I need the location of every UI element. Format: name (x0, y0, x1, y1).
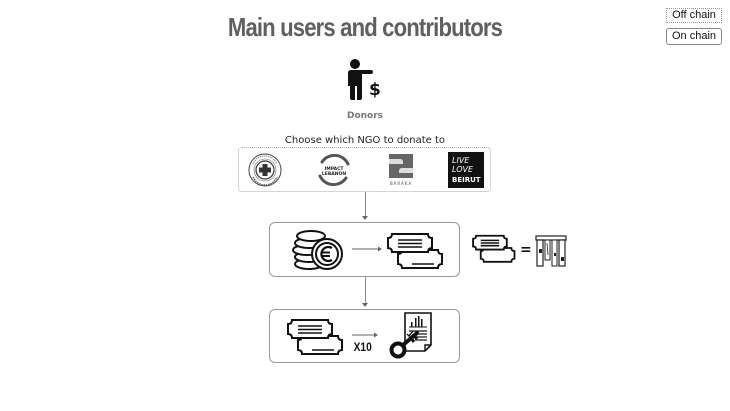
svg-text:LEBANON: LEBANON (322, 171, 346, 177)
svg-text:LOVE: LOVE (452, 165, 474, 174)
tokens-icon (472, 234, 516, 263)
connector-line-step1-to-step2 (365, 277, 366, 305)
off-chain-button[interactable]: Off chain (666, 8, 722, 23)
connector-arrowhead (362, 216, 368, 220)
lebanese-red-cross-logo[interactable] (247, 152, 283, 188)
euro-coins-icon (292, 230, 343, 270)
svg-text:BARAKA: BARAKA (390, 181, 412, 186)
exchange-arrow-icon (352, 246, 382, 252)
contract-step-box (269, 309, 460, 363)
multiplier-arrow-icon (352, 332, 378, 338)
connector-line-ngo-to-step1 (365, 192, 366, 218)
beit-el-baraka-logo[interactable]: BARAKA (384, 152, 418, 188)
svg-text:IMPACT: IMPACT (325, 166, 345, 172)
exchange-step-box (269, 222, 460, 277)
multiplier-label: X10 (353, 340, 372, 354)
tokens-icon (387, 233, 443, 269)
svg-text:BEIRUT: BEIRUT (452, 176, 481, 184)
equals-sign: = (520, 242, 532, 258)
svg-text:LIVE: LIVE (452, 156, 470, 165)
donor-dollar-icon: $ (348, 59, 381, 100)
connector-arrowhead (362, 303, 368, 307)
on-chain-button[interactable]: On chain (666, 28, 722, 45)
key-contract-icon (389, 312, 432, 359)
store-goods-icon (535, 235, 567, 267)
donors-label: Donors (346, 111, 384, 121)
ngo-selection-box: IMPACT LEBANON BARAKA LIVE LOVE BEIRUT (238, 147, 491, 192)
impact-lebanon-logo[interactable]: IMPACT LEBANON (314, 152, 354, 188)
svg-text:$: $ (369, 80, 381, 100)
live-love-beirut-logo[interactable]: LIVE LOVE BEIRUT (448, 152, 484, 188)
page-title: Main users and contributors (227, 12, 503, 42)
tokens-icon (287, 319, 343, 355)
choose-ngo-label: Choose which NGO to donate to (284, 135, 446, 146)
